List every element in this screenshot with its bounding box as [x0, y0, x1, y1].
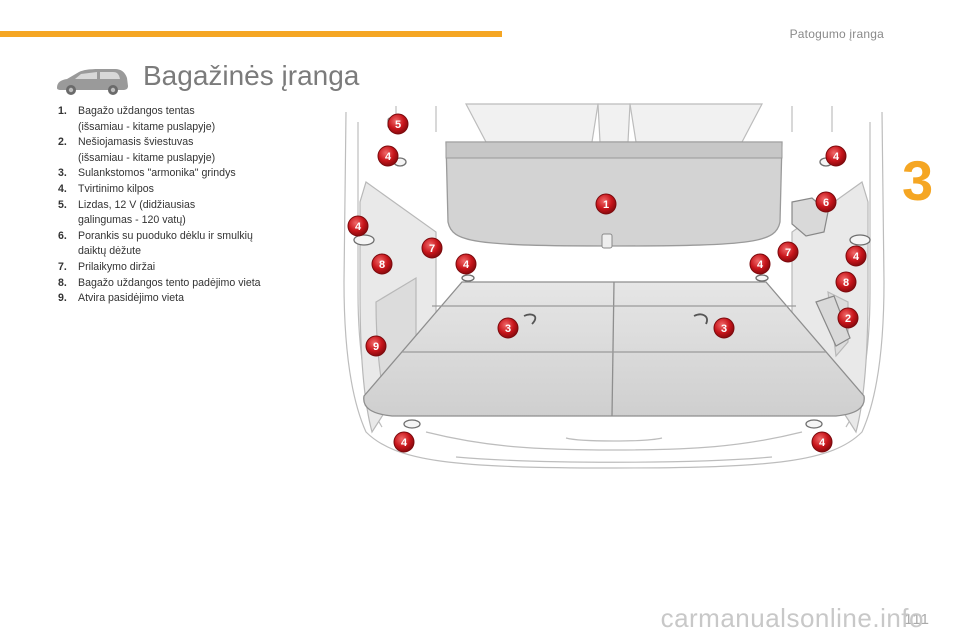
- callout-3: 3: [713, 317, 735, 339]
- legend-number: 9.: [58, 292, 67, 305]
- header-accent-bar: [0, 31, 502, 37]
- legend-line: Atvira pasidėjimo vieta: [78, 292, 184, 305]
- callout-4: 4: [377, 145, 399, 167]
- legend-text: Atvira pasidėjimo vieta: [78, 291, 308, 307]
- legend-text: Sulankstomos "armonika" grindys: [78, 166, 308, 182]
- page-number: 111: [904, 611, 930, 628]
- legend-number: 3.: [58, 167, 67, 180]
- legend-line: Prilaikymo diržai: [78, 260, 156, 273]
- callout-label: 7: [785, 247, 791, 259]
- legend-line: Porankis su puoduko dėklu ir smulkių: [78, 229, 253, 242]
- legend-number: 8.: [58, 276, 67, 289]
- legend-item: 2. Nešiojamasis šviestuvas (išsamiau - k…: [58, 135, 308, 166]
- legend-item: 5. Lizdas, 12 V (didžiausias galingumas …: [58, 198, 308, 229]
- legend-line: Lizdas, 12 V (didžiausias: [78, 198, 196, 211]
- callout-label: 5: [395, 119, 401, 131]
- callout-label: 1: [603, 199, 609, 211]
- car-icon: [57, 69, 128, 95]
- callout-label: 3: [505, 323, 511, 335]
- callout-4: 4: [749, 253, 771, 275]
- callout-label: 4: [385, 151, 392, 163]
- page-title: Bagažinės įranga: [143, 60, 360, 91]
- callout-4: 4: [347, 215, 369, 237]
- trunk-diagram: 1 2 3 3 4 4 4 4 4 4 4 4: [343, 103, 885, 469]
- watermark: carmanualsonline.info: [660, 603, 924, 633]
- callout-4: 4: [811, 431, 833, 453]
- legend-text: Nešiojamasis šviestuvas (išsamiau - kita…: [78, 135, 308, 166]
- legend-text: Prilaikymo diržai: [78, 260, 308, 276]
- legend-item: 9. Atvira pasidėjimo vieta: [58, 291, 308, 307]
- legend-item: 6. Porankis su puoduko dėklu ir smulkių …: [58, 229, 308, 260]
- legend-number: 4.: [58, 182, 67, 195]
- callout-label: 6: [823, 197, 829, 209]
- callout-8: 8: [371, 253, 393, 275]
- legend-text: Porankis su puoduko dėklu ir smulkių dai…: [78, 229, 308, 260]
- callout-label: 4: [463, 259, 470, 271]
- callout-5: 5: [387, 113, 409, 135]
- legend-number: 1.: [58, 105, 67, 117]
- callout-8: 8: [835, 271, 857, 293]
- callout-label: 4: [757, 259, 764, 271]
- callout-label: 7: [429, 243, 435, 255]
- anchor-rings: [353, 157, 871, 429]
- legend-number: 5.: [58, 198, 67, 211]
- legend-text: Bagažo uždangos tentas (išsamiau - kitam…: [78, 104, 308, 135]
- callout-4: 4: [455, 253, 477, 275]
- legend-line: Nešiojamasis šviestuvas: [78, 136, 194, 149]
- luggage-cover: [445, 141, 783, 249]
- legend-list: 1. Bagažo uždangos tentas (išsamiau - ki…: [58, 104, 308, 307]
- legend-text: Lizdas, 12 V (didžiausias galingumas - 1…: [78, 198, 308, 229]
- callout-label: 8: [843, 277, 849, 289]
- legend-text: Bagažo uždangos tento padėjimo vieta: [78, 276, 308, 292]
- callout-label: 4: [819, 437, 826, 449]
- legend-number: 2.: [58, 136, 67, 149]
- legend-item: 7. Prilaikymo diržai: [58, 260, 308, 276]
- callout-label: 4: [401, 437, 408, 449]
- callout-label: 4: [355, 221, 362, 233]
- legend-line: Bagažo uždangos tentas: [78, 105, 195, 117]
- callout-2: 2: [837, 307, 859, 329]
- callout-label: 4: [833, 151, 840, 163]
- callout-1: 1: [595, 193, 617, 215]
- callout-4: 4: [825, 145, 847, 167]
- legend-number: 7.: [58, 260, 67, 273]
- callout-4: 4: [845, 245, 867, 267]
- callout-label: 3: [721, 323, 727, 335]
- legend-line: Bagažo uždangos tento padėjimo vieta: [78, 276, 261, 289]
- legend-line: daiktų dėžute: [78, 245, 142, 258]
- legend-item: 8. Bagažo uždangos tento padėjimo vieta: [58, 276, 308, 292]
- chapter-number: 3: [902, 149, 934, 212]
- legend-item: 1. Bagažo uždangos tentas (išsamiau - ki…: [58, 104, 308, 135]
- section-title: Patogumo įranga: [789, 27, 884, 41]
- callout-4: 4: [393, 431, 415, 453]
- legend-text: Tvirtinimo kilpos: [78, 182, 308, 198]
- callout-3: 3: [497, 317, 519, 339]
- legend-line: Tvirtinimo kilpos: [78, 182, 154, 195]
- callout-9: 9: [365, 335, 387, 357]
- legend-line: galingumas - 120 vatų): [78, 214, 186, 227]
- callout-label: 2: [845, 313, 851, 325]
- legend-number: 6.: [58, 229, 67, 242]
- callout-6: 6: [815, 191, 837, 213]
- callout-7: 7: [777, 241, 799, 263]
- callout-label: 9: [373, 341, 379, 353]
- legend-line: (išsamiau - kitame puslapyje): [78, 120, 216, 133]
- rear-seats: [465, 103, 763, 143]
- legend-line: Sulankstomos "armonika" grindys: [78, 167, 236, 180]
- callout-label: 4: [853, 251, 860, 263]
- callout-label: 8: [379, 259, 385, 271]
- legend-item: 4. Tvirtinimo kilpos: [58, 182, 308, 198]
- legend-line: (išsamiau - kitame puslapyje): [78, 151, 216, 164]
- legend-item: 3. Sulankstomos "armonika" grindys: [58, 166, 308, 182]
- callout-7: 7: [421, 237, 443, 259]
- loading-floor: [363, 281, 865, 417]
